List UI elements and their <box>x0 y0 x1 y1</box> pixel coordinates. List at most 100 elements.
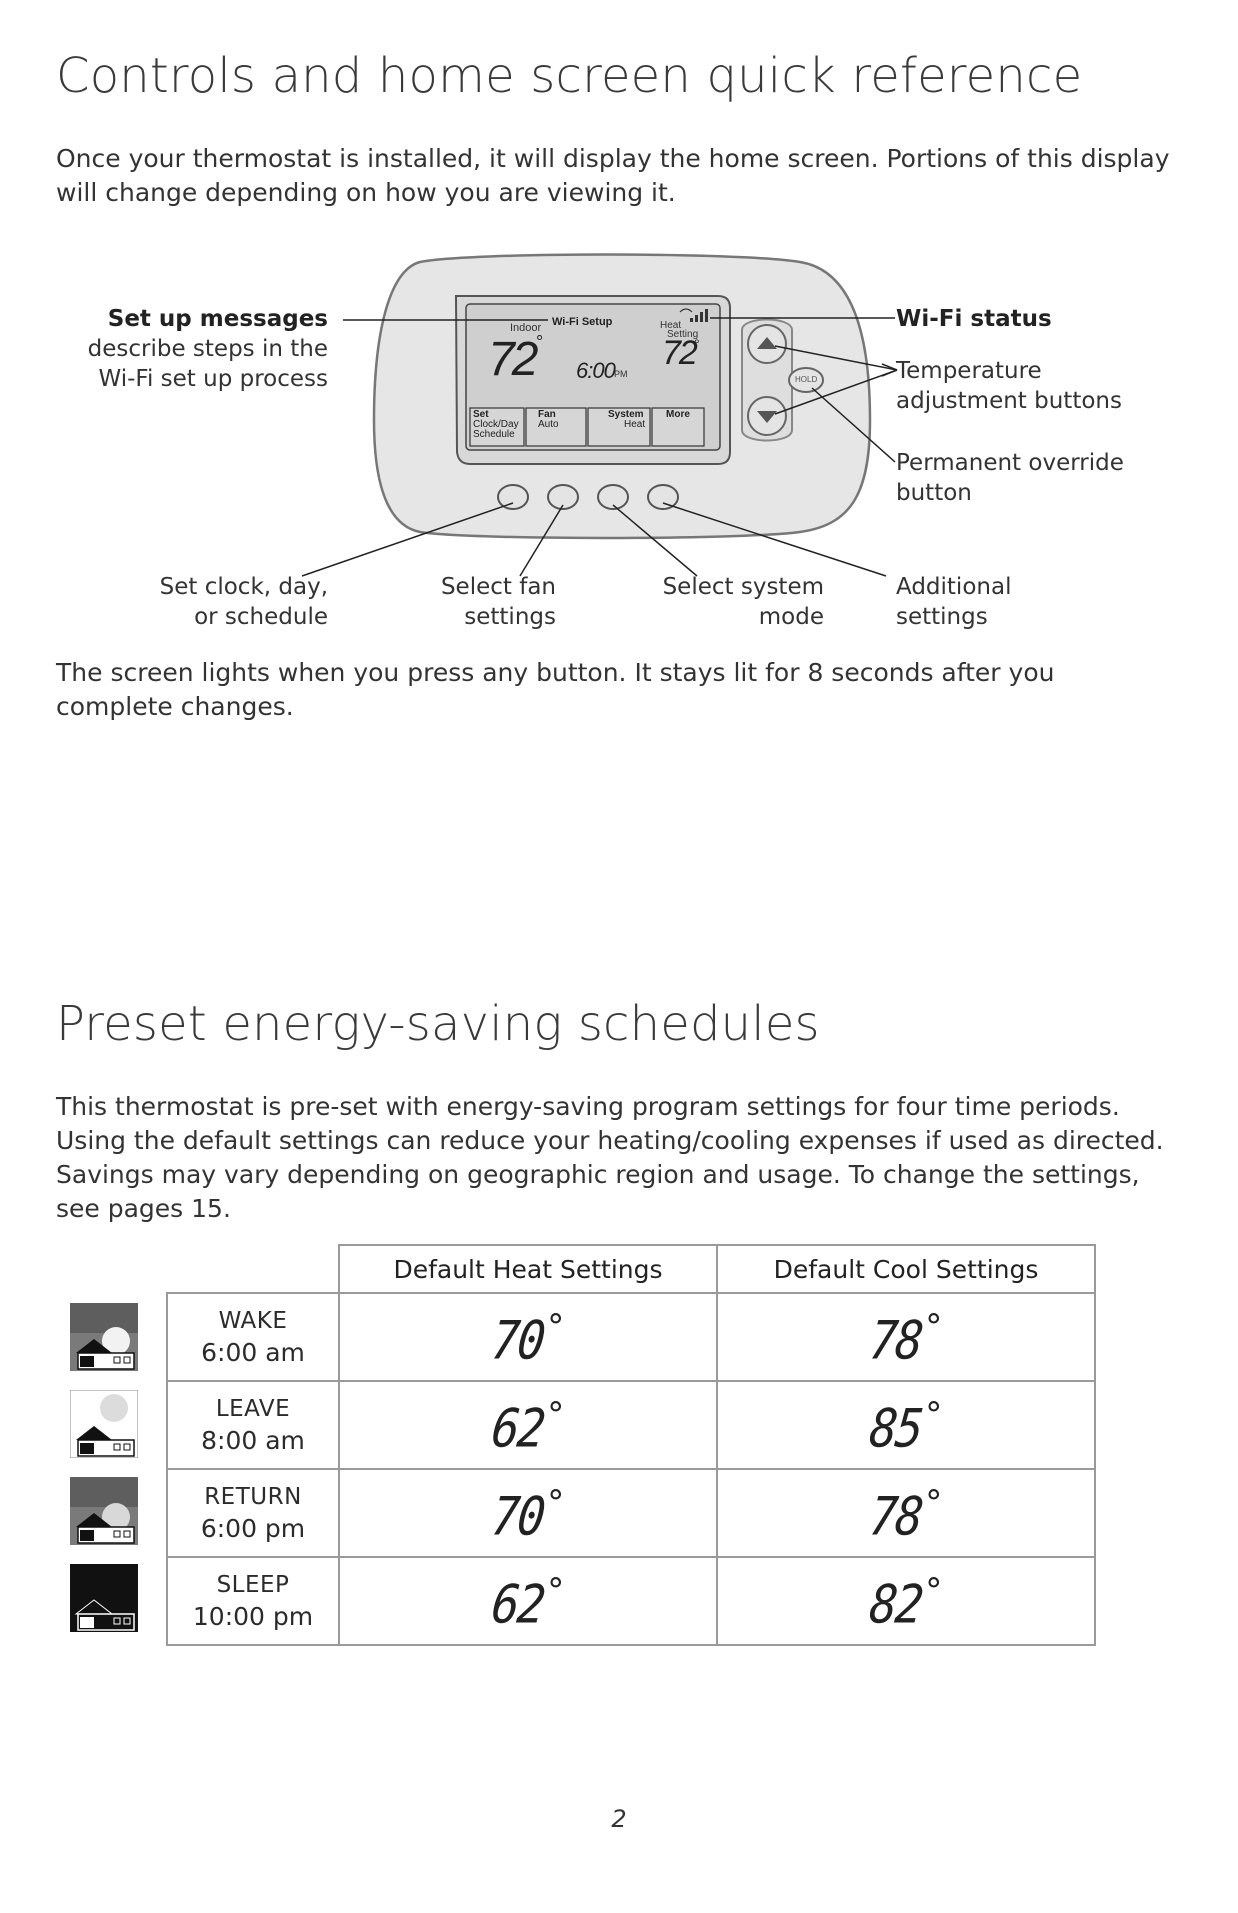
callout-temp-buttons-1: Temperature <box>896 358 1042 384</box>
callout-additional: Additional settings <box>896 572 1156 632</box>
callout-fan-2: settings <box>464 604 556 630</box>
callout-system-2: mode <box>758 604 824 630</box>
table-header-blank <box>167 1245 340 1294</box>
cool-setting-value: 78 <box>866 1308 925 1372</box>
degree-symbol: ° <box>547 1571 565 1611</box>
callout-clock-2: or schedule <box>194 604 328 630</box>
softkey-more-top[interactable]: More <box>666 409 690 420</box>
callout-setup-messages-desc-1: describe steps in the <box>87 336 328 362</box>
table-header-cool: Default Cool Settings <box>716 1244 1096 1294</box>
table-row-return: RETURN 6:00 pm 70° 78° <box>166 1468 1096 1558</box>
table-row-sleep: SLEEP 10:00 pm 62° 82° <box>166 1556 1096 1646</box>
night-house-icon <box>70 1564 138 1632</box>
table-header-row: Default Heat Settings Default Cool Setti… <box>167 1244 1096 1294</box>
controls-intro: Once your thermostat is installed, it wi… <box>56 144 1170 207</box>
section-title-controls: Controls and home screen quick reference <box>56 48 1083 104</box>
bottom-button-1 <box>497 484 529 510</box>
table-row-wake: WAKE 6:00 am 70° 78 ° <box>166 1292 1096 1382</box>
cool-setting-value: 78 <box>866 1484 925 1548</box>
lcd-setting-label: Setting <box>667 329 699 340</box>
softkey-set-top[interactable]: Set <box>473 409 489 420</box>
cool-setting-value: 85 <box>866 1396 925 1460</box>
table-header-heat: Default Heat Settings <box>338 1244 718 1294</box>
lcd-indoor-temp: 72 <box>488 333 538 386</box>
schedule-table: Default Heat Settings Default Cool Setti… <box>166 1244 1096 1646</box>
degree-symbol: ° <box>547 1483 565 1523</box>
cool-setting-cell: 85° <box>716 1380 1096 1470</box>
arrow-down-icon <box>757 411 777 423</box>
callout-wifi-status-title: Wi-Fi status <box>896 306 1052 332</box>
callout-setup-messages: Set up messages describe steps in the Wi… <box>56 304 328 394</box>
bottom-button-4 <box>647 484 679 510</box>
heat-setting-value: 70 <box>488 1484 547 1548</box>
callout-setup-messages-title: Set up messages <box>107 306 328 332</box>
lcd-indoor-label: Indoor <box>510 322 542 334</box>
period-name: RETURN <box>204 1484 302 1510</box>
callout-temp-buttons-2: adjustment buttons <box>896 388 1122 414</box>
degree-symbol: ° <box>547 1395 565 1435</box>
callout-setup-messages-desc-2: Wi-Fi set up process <box>98 366 328 392</box>
sunset-house-icon <box>70 1477 138 1545</box>
sunrise-house-icon <box>70 1303 138 1371</box>
degree-symbol: ° <box>925 1395 943 1435</box>
period-cell: RETURN 6:00 pm <box>166 1468 340 1558</box>
heat-setting-value: 70 <box>488 1308 547 1372</box>
lcd-heat-label: Heat <box>660 320 682 331</box>
bottom-button-3 <box>597 484 629 510</box>
bottom-button-2 <box>547 484 579 510</box>
wifi-signal-icon <box>679 308 693 313</box>
hold-button <box>788 367 824 393</box>
period-cell: WAKE 6:00 am <box>166 1292 340 1382</box>
lcd-indoor-degree: ° <box>536 332 544 352</box>
softkey-system-top[interactable]: System <box>608 409 644 420</box>
period-name: SLEEP <box>216 1572 290 1598</box>
period-time: 6:00 pm <box>200 1514 306 1543</box>
softkey-set-line2: Clock/Day <box>473 419 519 430</box>
lcd-set-degree: ° <box>694 336 700 352</box>
section-title-schedules: Preset energy-saving schedules <box>56 996 820 1052</box>
lcd-set-temp: 72 <box>662 334 698 372</box>
callout-clock-1: Set clock, day, <box>159 574 328 600</box>
softkey-fan-top[interactable]: Fan <box>538 409 556 420</box>
callout-fan: Select fan settings <box>380 572 556 632</box>
heat-setting-cell: 70° <box>338 1292 718 1382</box>
period-time: 10:00 pm <box>192 1602 314 1631</box>
page-number: 2 <box>611 1805 627 1833</box>
callout-override-1: Permanent override <box>896 450 1124 476</box>
thermostat-diagram <box>301 253 898 577</box>
callout-system-1: Select system <box>662 574 824 600</box>
callout-additional-1: Additional <box>896 574 1012 600</box>
callout-wifi-status: Wi-Fi status <box>896 304 1216 334</box>
cool-setting-cell: 82° <box>716 1556 1096 1646</box>
callout-override-2: button <box>896 480 972 506</box>
cool-setting-value: 82 <box>866 1572 925 1636</box>
callout-fan-1: Select fan <box>440 574 556 600</box>
softkey-fan-line2: Auto <box>538 419 559 430</box>
period-time: 6:00 am <box>201 1338 305 1367</box>
table-row-leave: LEAVE 8:00 am 62° 85° <box>166 1380 1096 1470</box>
softkey-set-line3: Schedule <box>473 429 515 440</box>
arrow-up-icon <box>757 337 777 349</box>
cool-setting-cell: 78° <box>716 1468 1096 1558</box>
degree-symbol: ° <box>547 1307 565 1347</box>
softkey-system-line2: Heat <box>624 419 646 430</box>
degree-symbol: ° <box>925 1483 943 1523</box>
heat-setting-cell: 62° <box>338 1380 718 1470</box>
heat-setting-value: 62 <box>488 1396 547 1460</box>
period-time: 8:00 am <box>201 1426 305 1455</box>
heat-setting-cell: 70° <box>338 1468 718 1558</box>
degree-symbol: ° <box>925 1571 943 1611</box>
heat-setting-value: 62 <box>488 1572 547 1636</box>
lcd-time: 6:00 <box>576 358 616 383</box>
period-name: WAKE <box>218 1308 288 1334</box>
callout-override: Permanent override button <box>896 448 1216 508</box>
period-cell: LEAVE 8:00 am <box>166 1380 340 1470</box>
screen-light-note: The screen lights when you press any but… <box>56 658 1055 721</box>
callout-temp-buttons: Temperature adjustment buttons <box>896 356 1216 416</box>
lcd-wifi-setup: Wi-Fi Setup <box>552 316 613 328</box>
heat-setting-cell: 62° <box>338 1556 718 1646</box>
period-name: LEAVE <box>215 1396 291 1422</box>
day-house-icon <box>70 1390 138 1458</box>
lcd-ampm: PM <box>614 369 628 379</box>
schedules-intro: This thermostat is pre-set with energy-s… <box>56 1092 1164 1223</box>
